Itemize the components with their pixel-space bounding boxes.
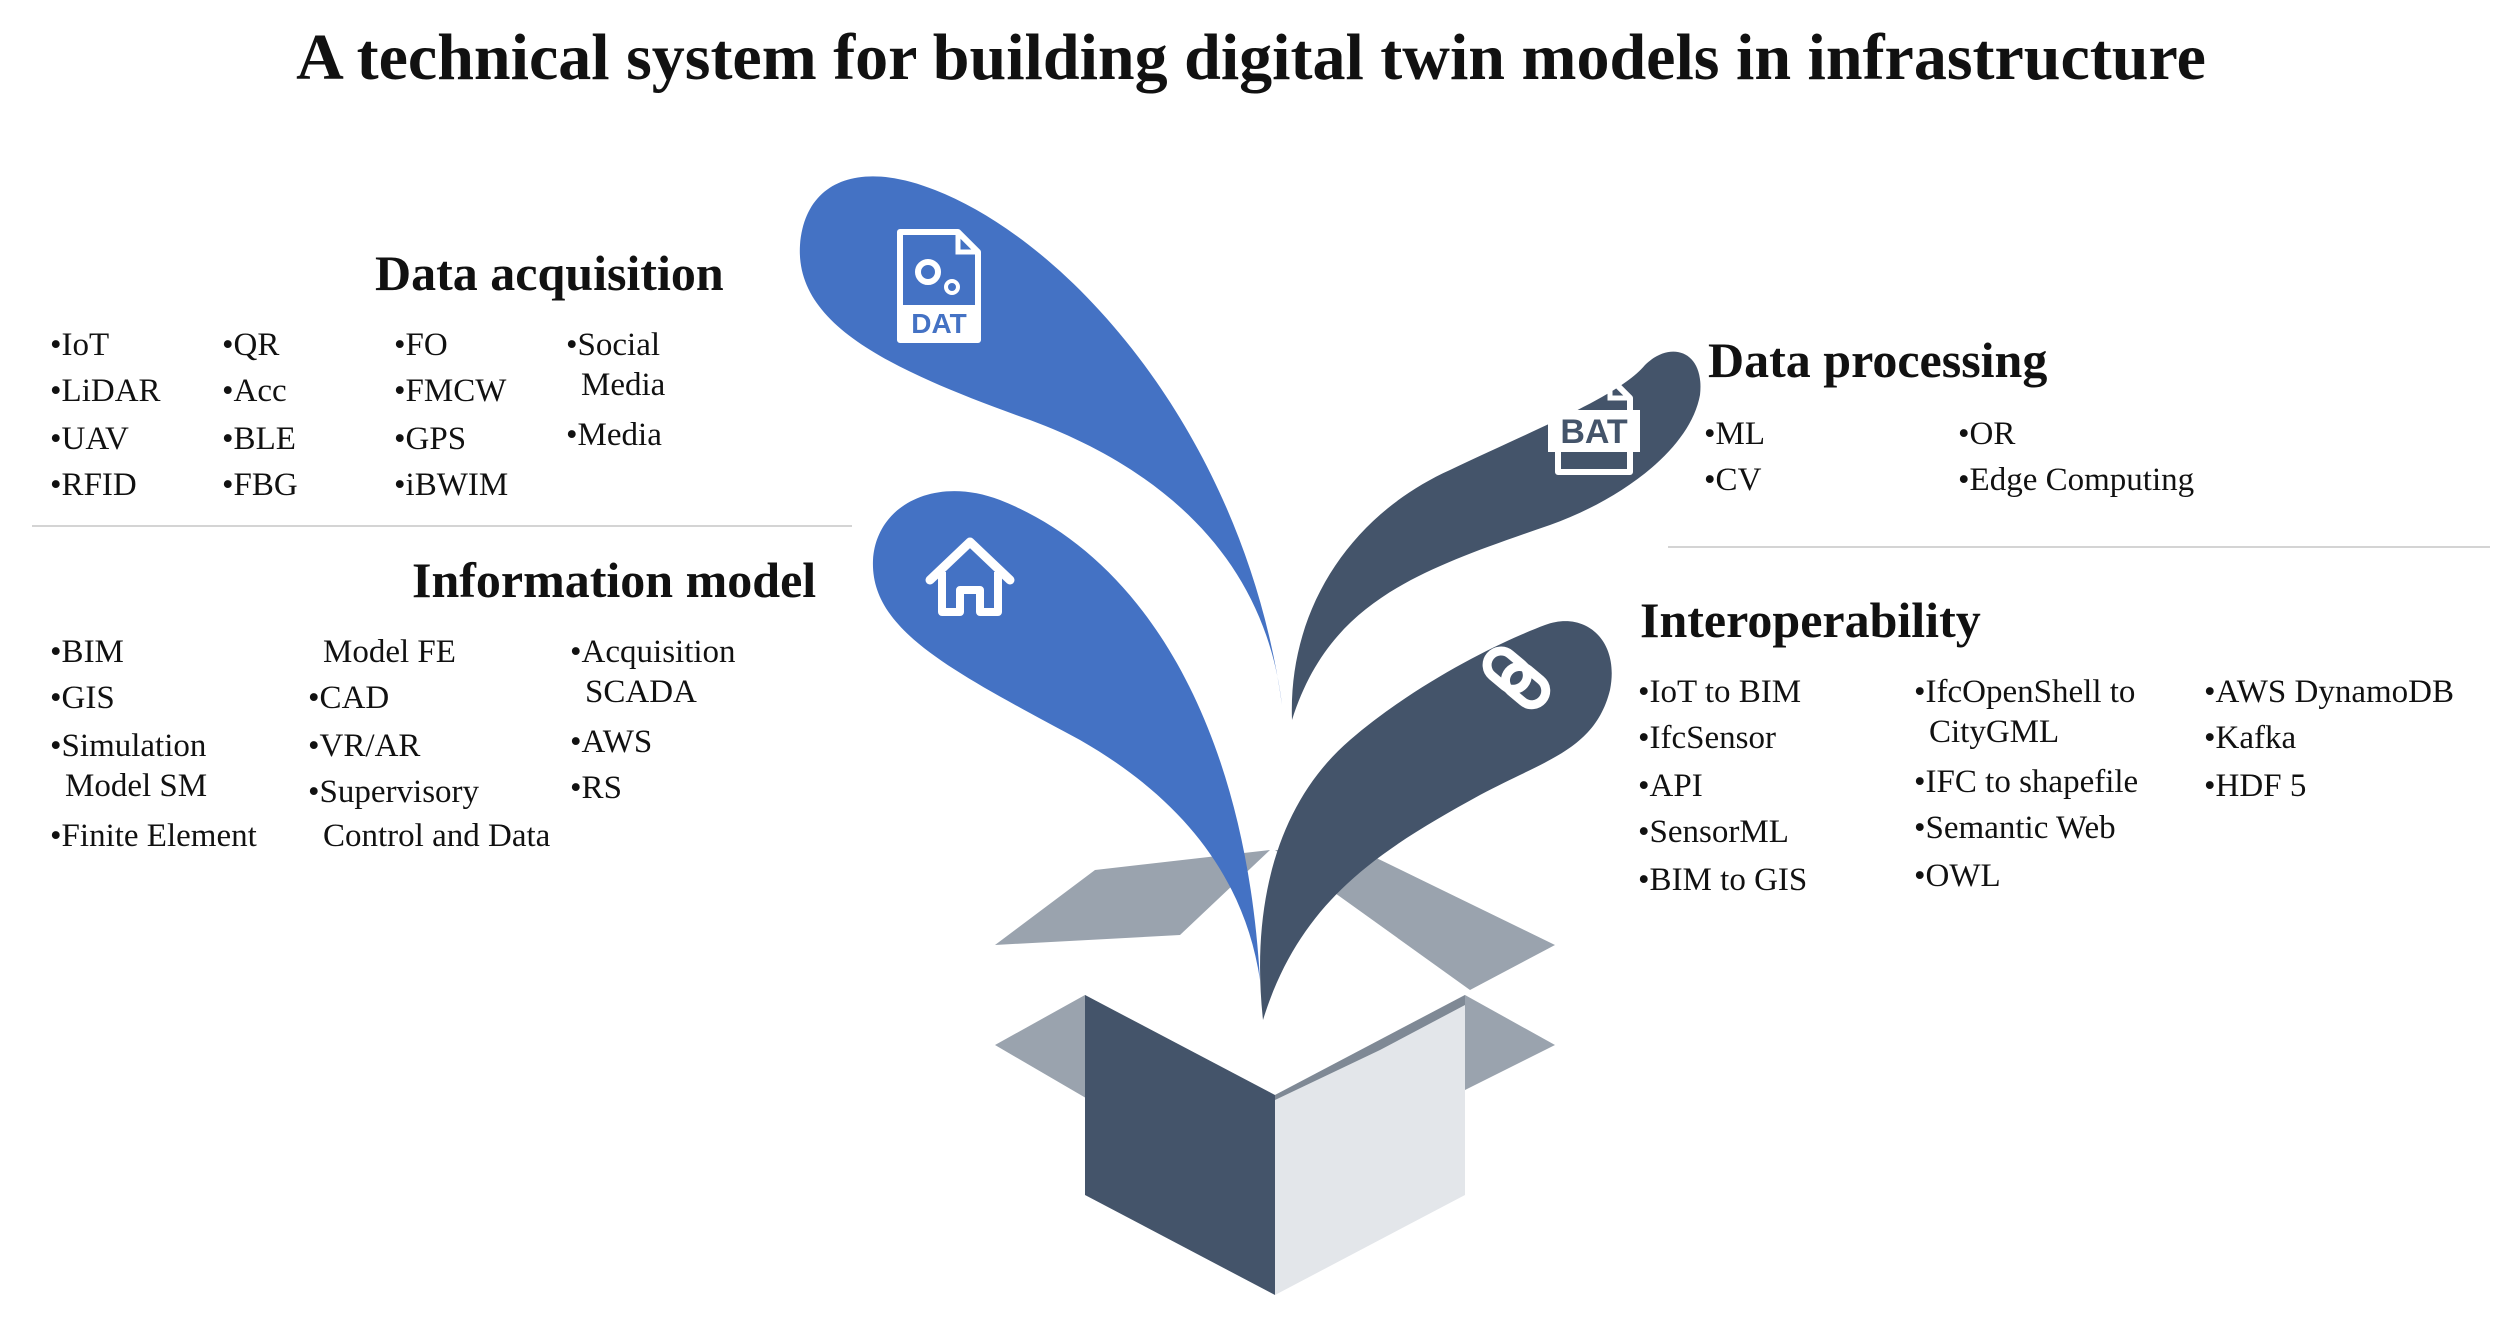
list-item: •GIS bbox=[50, 680, 115, 716]
list-item: •VR/AR bbox=[308, 728, 421, 764]
list-item: CityGML bbox=[1929, 714, 2060, 750]
list-item: •CAD bbox=[308, 680, 390, 716]
list-item: •FBG bbox=[222, 467, 298, 503]
bat-file-icon-label: BAT bbox=[1560, 413, 1628, 451]
list-item: •IoT bbox=[50, 327, 110, 363]
list-item: •AWS DynamoDB bbox=[2204, 674, 2454, 710]
list-item: Model SM bbox=[65, 768, 208, 804]
list-item: •BIM to GIS bbox=[1638, 862, 1808, 898]
list-item: •Social bbox=[566, 327, 661, 363]
house-icon bbox=[925, 537, 1015, 616]
list-item: •iBWIM bbox=[394, 467, 509, 503]
list-item: •RS bbox=[570, 770, 622, 806]
list-item: Media bbox=[581, 367, 666, 403]
list-item: •FMCW bbox=[394, 373, 507, 409]
right-divider bbox=[1668, 546, 2490, 548]
list-item: •Supervisory bbox=[308, 774, 480, 810]
list-item: •ML bbox=[1704, 416, 1766, 452]
list-item: •QR bbox=[222, 327, 280, 363]
list-item: •SensorML bbox=[1638, 814, 1789, 850]
diagram-title: A technical system for building digital … bbox=[296, 21, 2206, 94]
list-item: •Simulation bbox=[50, 728, 207, 764]
chain-link-icon bbox=[1482, 646, 1551, 710]
list-item: •IoT to BIM bbox=[1638, 674, 1802, 710]
open-box bbox=[995, 850, 1555, 1295]
list-item: •Media bbox=[566, 417, 662, 453]
box-front-left-face bbox=[1085, 995, 1275, 1295]
list-item: •HDF 5 bbox=[2204, 768, 2307, 804]
list-item: SCADA bbox=[585, 674, 697, 710]
list-item: Control and Data bbox=[323, 818, 551, 854]
box-inner-flap-right bbox=[1275, 995, 1465, 1100]
list-item: •UAV bbox=[50, 421, 129, 457]
list-item: •Semantic Web bbox=[1914, 810, 2116, 846]
list-item: •AWS bbox=[570, 724, 653, 760]
drop-interoperability bbox=[1260, 621, 1612, 1020]
interoperability-heading: Interoperability bbox=[1640, 592, 1981, 648]
list-item: •LiDAR bbox=[50, 373, 161, 409]
list-item: •Finite Element bbox=[50, 818, 257, 854]
box-front-right-face bbox=[1275, 995, 1465, 1295]
list-item: •IfcSensor bbox=[1638, 720, 1777, 756]
data-processing-heading: Data processing bbox=[1708, 332, 2048, 388]
box-back-left-flap bbox=[995, 850, 1270, 945]
list-item: •API bbox=[1638, 768, 1703, 804]
drop-information-model bbox=[872, 491, 1260, 980]
list-item: •IfcOpenShell to bbox=[1914, 674, 2136, 710]
left-divider bbox=[32, 525, 852, 527]
list-item: •FO bbox=[394, 327, 448, 363]
list-item: •IFC to shapefile bbox=[1914, 764, 2139, 800]
dat-file-icon: DAT bbox=[897, 229, 981, 343]
list-item: •OR bbox=[1958, 416, 2016, 452]
list-item: •Kafka bbox=[2204, 720, 2297, 756]
list-item: •CV bbox=[1704, 462, 1762, 498]
list-item: •Acc bbox=[222, 373, 287, 409]
list-item: •Edge Computing bbox=[1958, 462, 2195, 498]
dat-file-icon-label: DAT bbox=[911, 308, 966, 339]
list-item: •RFID bbox=[50, 467, 137, 503]
list-item: •GPS bbox=[394, 421, 467, 457]
data-acquisition-heading: Data acquisition bbox=[375, 245, 724, 301]
information-model-heading: Information model bbox=[412, 552, 817, 608]
list-item: •BIM bbox=[50, 634, 124, 670]
list-item: Model FE bbox=[323, 634, 456, 670]
list-item: •BLE bbox=[222, 421, 296, 457]
list-item: •OWL bbox=[1914, 858, 2001, 894]
list-item: •Acquisition bbox=[570, 634, 736, 670]
bat-file-icon: BAT bbox=[1548, 375, 1640, 475]
